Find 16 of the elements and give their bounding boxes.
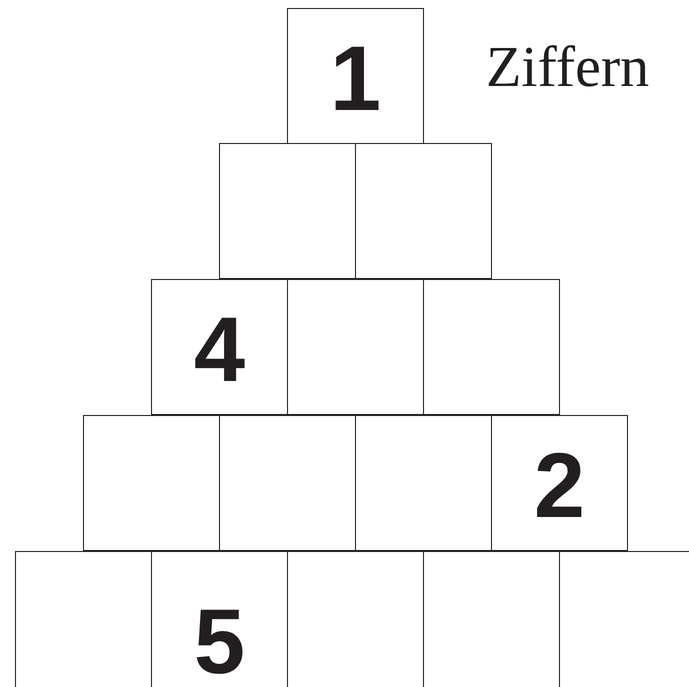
answer-box [423, 279, 560, 415]
digit: 5 [194, 596, 246, 687]
number-brick [287, 8, 424, 144]
answer-box [15, 551, 152, 687]
digit: 1 [330, 33, 382, 125]
number-brick [151, 279, 288, 415]
answer-box [355, 415, 492, 551]
answer-box [287, 279, 424, 415]
digit: 2 [534, 440, 586, 532]
answer-box [219, 415, 356, 551]
number-brick [491, 415, 628, 551]
answer-box [83, 415, 220, 551]
heading-label: Ziffern [486, 38, 650, 96]
answer-box [219, 143, 356, 279]
answer-box [355, 143, 492, 279]
digit: 4 [194, 304, 246, 396]
